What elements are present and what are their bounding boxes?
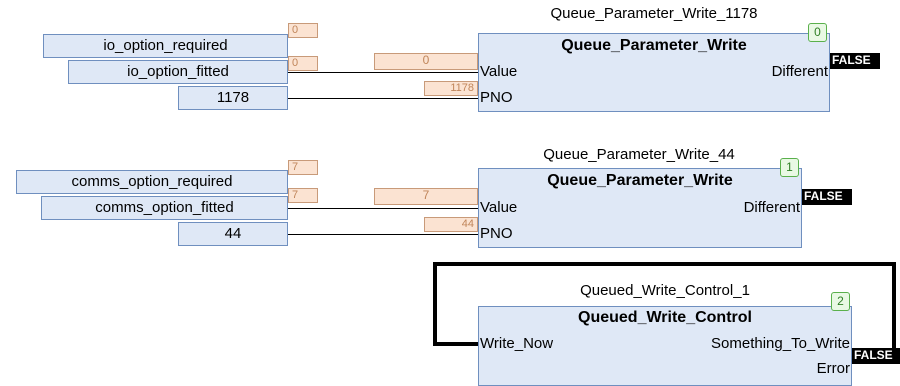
output-monitor-something-to-write: FALSE [852, 348, 900, 364]
execution-order-badge: 0 [808, 23, 827, 42]
block-type-name: Queued_Write_Control [578, 309, 752, 326]
feedback-wire [892, 262, 896, 352]
pin-different[interactable]: Different [771, 63, 828, 80]
pin-error[interactable]: Error [816, 360, 850, 377]
pin-pno[interactable]: PNO [480, 89, 513, 106]
wire [288, 234, 478, 235]
input-variable-comms-option-required[interactable]: comms_option_required [16, 170, 288, 194]
wire [288, 208, 478, 209]
feedback-wire [433, 262, 437, 346]
block-instance-name: Queue_Parameter_Write_1178 [550, 5, 758, 22]
pin-value[interactable]: Value [480, 63, 518, 80]
wire [288, 98, 478, 99]
wire [288, 72, 478, 73]
block-type-name: Queue_Parameter_Write [561, 37, 747, 54]
monitor-value-input: 0 [374, 53, 478, 70]
input-variable-io-option-required[interactable]: io_option_required [43, 34, 288, 58]
block-instance-name: Queue_Parameter_Write_44 [543, 146, 735, 163]
pin-something-to-write[interactable]: Something_To_Write [711, 335, 850, 352]
execution-order-badge: 1 [780, 158, 799, 177]
pin-value[interactable]: Value [480, 199, 518, 216]
output-monitor-different: FALSE [802, 189, 852, 205]
block-type-name: Queue_Parameter_Write [547, 172, 733, 189]
pin-write-now[interactable]: Write_Now [480, 335, 554, 352]
monitor-io-option-fitted: 0 [288, 56, 318, 71]
block-instance-name: Queued_Write_Control_1 [580, 282, 750, 299]
input-constant-pno-44[interactable]: 44 [178, 222, 288, 246]
pin-pno[interactable]: PNO [480, 225, 513, 242]
pin-different[interactable]: Different [743, 199, 800, 216]
monitor-pno-input: 44 [424, 217, 478, 232]
monitor-value-input: 7 [374, 188, 478, 205]
feedback-wire [433, 342, 480, 346]
function-block-queue-parameter-write[interactable] [478, 168, 802, 248]
monitor-comms-option-required: 7 [288, 160, 318, 175]
input-constant-pno-1178[interactable]: 1178 [178, 86, 288, 110]
execution-order-badge: 2 [831, 292, 850, 311]
output-monitor-different: FALSE [830, 53, 880, 69]
monitor-pno-input: 1178 [424, 81, 478, 96]
input-variable-io-option-fitted[interactable]: io_option_fitted [68, 60, 288, 84]
monitor-io-option-required: 0 [288, 23, 318, 38]
monitor-comms-option-fitted: 7 [288, 188, 318, 203]
input-variable-comms-option-fitted[interactable]: comms_option_fitted [41, 196, 288, 220]
feedback-wire [433, 262, 896, 266]
function-block-queue-parameter-write[interactable] [478, 33, 830, 112]
